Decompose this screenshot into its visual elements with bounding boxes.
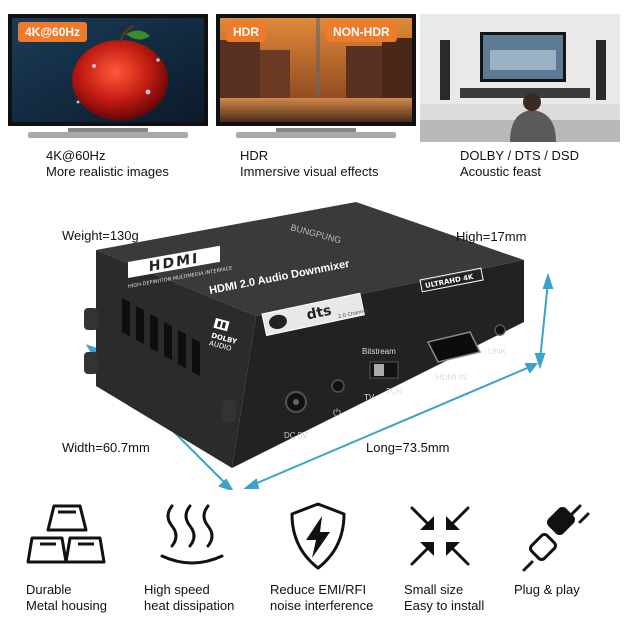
plug-icon [522, 504, 590, 572]
living-room-panel [420, 10, 620, 142]
caption-dolby: DOLBY / DTS / DSD Acoustic feast [460, 148, 579, 180]
feature-small-size: Small size Easy to install [404, 582, 484, 614]
feature-plug-play-line1: Plug & play [514, 582, 580, 597]
long-arrow-start [243, 478, 260, 489]
mount-ear-left-top [84, 308, 98, 330]
long-label: Long=73.5mm [366, 440, 450, 455]
caption-dolby-desc: Acoustic feast [460, 164, 541, 179]
high-dimension-line [539, 281, 549, 361]
width-arrow-end [218, 478, 234, 490]
device-left-face [96, 250, 256, 468]
high-arrow-end [534, 353, 546, 370]
feature-small-size-line2: Easy to install [404, 598, 485, 613]
caption-hdr-desc: Immersive visual effects [240, 164, 379, 179]
shield-bolt-icon [290, 502, 346, 570]
feature-heat-dissipation-line2: heat dissipation [144, 598, 235, 613]
tag-hdr: HDR [226, 22, 266, 42]
caption-dolby-title: DOLBY / DTS / DSD [460, 148, 579, 163]
feature-small-size-line1: Small size [404, 582, 464, 597]
gold-bars-icon [26, 504, 106, 564]
high-label: High=17mm [456, 229, 527, 244]
vent-slots [122, 298, 200, 376]
feature-heat-dissipation-line1: High speed [144, 582, 210, 597]
link-label: LINK [488, 347, 506, 356]
tv-hdr-panel [216, 10, 416, 142]
caption-hdr-title: HDR [240, 148, 269, 163]
long-dimension-line [249, 365, 533, 487]
feature-emi: Reduce EMI/RFI noise interference [270, 582, 373, 614]
caption-hdr: HDR Immersive visual effects [240, 148, 378, 180]
feature-metal-housing-line2: Metal housing [26, 598, 107, 613]
tag-non-hdr: NON-HDR [326, 22, 397, 42]
weight-label: Weight=130g [62, 228, 139, 243]
dc-label: DC 5V [284, 431, 308, 440]
tag-4k: 4K@60Hz [18, 22, 88, 42]
compress-arrows-icon [410, 506, 470, 566]
switch-2ch-label: 2CH [386, 387, 402, 396]
switch-tv-label: TV [364, 393, 375, 402]
power-icon: ⏻ [333, 408, 341, 419]
caption-4k-desc: More realistic images [46, 164, 169, 179]
feature-emi-line2: noise interference [270, 598, 374, 613]
hdmi-in-port [426, 331, 482, 363]
tv-hdr-image [216, 14, 416, 138]
feature-emi-line1: Reduce EMI/RFI [270, 582, 367, 597]
dts-text: dts [305, 303, 333, 324]
hdmi-in-label: HDMI IN [436, 373, 467, 382]
switch-label: Bitstream [362, 347, 396, 356]
caption-4k-title: 4K@60Hz [46, 148, 106, 163]
feature-metal-housing: Durable Metal housing [26, 582, 107, 614]
feature-metal-housing-line1: Durable [26, 582, 72, 597]
high-arrow-start [542, 272, 554, 289]
long-arrow-end [524, 363, 538, 374]
device-illustration: HDMI HIGH-DEFINITION MULTIMEDIA INTERFAC… [84, 202, 554, 490]
power-led [331, 379, 345, 393]
caption-4k: 4K@60Hz More realistic images [46, 148, 169, 180]
width-label: Width=60.7mm [62, 440, 150, 455]
mount-ear-left-bottom [84, 352, 98, 374]
link-led [494, 324, 506, 336]
mount-ear-front [222, 400, 236, 422]
heat-waves-icon [160, 504, 224, 565]
feature-plug-play: Plug & play [514, 582, 580, 598]
feature-heat-dissipation: High speed heat dissipation [144, 582, 234, 614]
device-top-face [96, 202, 524, 316]
living-room-image [420, 14, 620, 142]
